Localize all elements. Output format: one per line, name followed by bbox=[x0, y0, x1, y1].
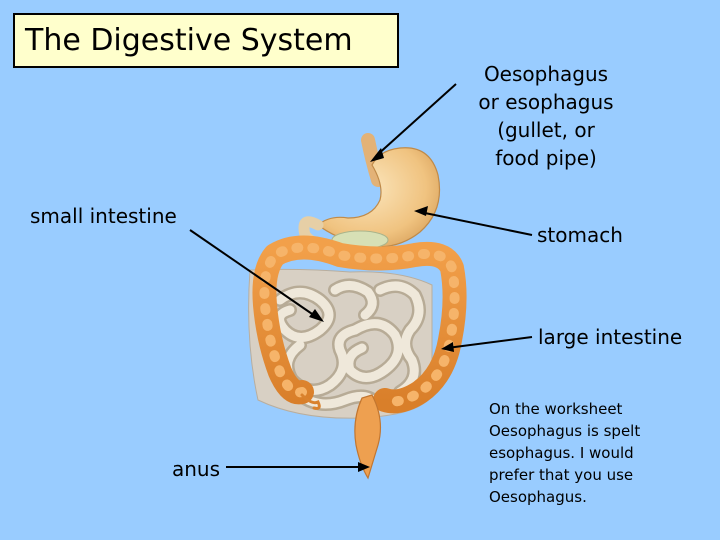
arrow-stomach bbox=[419, 211, 533, 236]
page-title: The Digestive System bbox=[25, 23, 353, 58]
spelling-note-line: prefer that you use bbox=[489, 466, 634, 484]
arrow-oesophagus-head bbox=[370, 148, 384, 162]
appendix-shape bbox=[300, 393, 321, 410]
small-intestine-label: small intestine bbox=[30, 204, 177, 228]
spelling-note-line: Oesophagus is spelt bbox=[489, 422, 641, 440]
anus-label: anus bbox=[172, 457, 221, 481]
arrow-oesophagus bbox=[375, 83, 457, 157]
arrow-small-intestine-head bbox=[309, 309, 324, 322]
oesophagus-label: Oesophagus or esophagus (gullet, or food… bbox=[466, 60, 626, 172]
oesophagus-label-line: food pipe) bbox=[495, 146, 597, 170]
spelling-note: On the worksheet Oesophagus is spelt eso… bbox=[489, 398, 689, 508]
stomach-label: stomach bbox=[537, 223, 623, 247]
oesophagus-label-line: (gullet, or bbox=[497, 118, 595, 142]
title-box: The Digestive System bbox=[13, 13, 399, 68]
arrow-heads bbox=[309, 148, 454, 472]
spelling-note-line: On the worksheet bbox=[489, 400, 623, 418]
arrow-anus-head bbox=[358, 462, 370, 472]
arrow-large-intestine bbox=[446, 336, 533, 349]
large-intestine-label: large intestine bbox=[538, 325, 683, 349]
spelling-note-line: esophagus. I would bbox=[489, 444, 634, 462]
arrow-large-intestine-head bbox=[441, 342, 454, 352]
pointer-arrows bbox=[189, 83, 533, 468]
arrow-small-intestine bbox=[189, 229, 319, 319]
stomach-shape bbox=[317, 147, 441, 248]
arrow-stomach-head bbox=[414, 206, 428, 216]
oesophagus-label-line: Oesophagus bbox=[483, 62, 609, 86]
spelling-note-line: Oesophagus. bbox=[489, 488, 587, 506]
oesophagus-label-line: or esophagus bbox=[478, 90, 614, 114]
rectum-shape bbox=[354, 394, 382, 480]
